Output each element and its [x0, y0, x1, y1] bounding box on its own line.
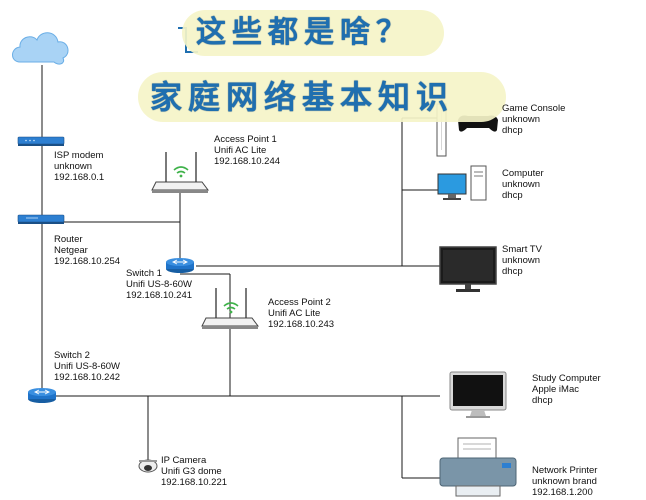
switch-2-icon	[28, 388, 56, 403]
ip-camera-ip: 192.168.10.221	[161, 477, 228, 488]
study-computer-name: Study Computer	[532, 373, 601, 384]
computer-ip: dhcp	[502, 190, 523, 201]
network-printer-model: unknown brand	[532, 476, 597, 487]
access-point-1-icon	[151, 152, 209, 193]
switch-2-name: Switch 2	[54, 350, 90, 361]
router-model: Netgear	[54, 245, 88, 256]
ip-camera-name: IP Camera	[161, 455, 207, 466]
ip-camera-model: Unifi G3 dome	[161, 466, 222, 477]
game-console-label: Game Console unknown dhcp	[502, 103, 565, 136]
game-console-model: unknown	[502, 114, 541, 125]
access-point-2-icon	[201, 288, 259, 329]
ip-camera-icon	[138, 459, 158, 473]
study-computer-model: Apple iMac	[532, 384, 579, 395]
study-computer-icon	[449, 371, 507, 418]
banner-title-line1: 这些都是啥？	[196, 15, 412, 50]
network-printer-icon	[439, 437, 517, 497]
switch-2-ip: 192.168.10.242	[54, 372, 121, 383]
access-point-2-model: Unifi AC Lite	[268, 308, 321, 319]
switch-1-model: Unifi US-8-60W	[126, 279, 192, 290]
access-point-1-ip: 192.168.10.244	[214, 156, 281, 167]
isp-modem-name: ISP modem	[54, 150, 104, 161]
smart-tv-icon	[439, 246, 497, 292]
game-console-ip: dhcp	[502, 125, 523, 136]
computer-model: unknown	[502, 179, 541, 190]
access-point-2-ip: 192.168.10.243	[268, 319, 335, 330]
internet-cloud-icon	[12, 32, 69, 65]
switch-1-ip: 192.168.10.241	[126, 290, 193, 301]
network-printer-label: Network Printer unknown brand 192.168.1.…	[532, 465, 597, 498]
switch-1-icon	[166, 258, 194, 273]
router-label: Router Netgear 192.168.10.254	[54, 234, 120, 267]
ip-camera-label: IP Camera Unifi G3 dome 192.168.10.221	[161, 455, 227, 488]
smart-tv-label: Smart TV unknown dhcp	[502, 244, 542, 277]
network-printer-name: Network Printer	[532, 465, 598, 476]
access-point-1-name: Access Point 1	[214, 134, 277, 145]
smart-tv-ip: dhcp	[502, 266, 523, 277]
switch-2-model: Unifi US-8-60W	[54, 361, 120, 372]
isp-modem-label: ISP modem unknown 192.168.0.1	[54, 150, 104, 183]
game-console-name: Game Console	[502, 103, 566, 114]
switch-1-label: Switch 1 Unifi US-8-60W 192.168.10.241	[126, 268, 192, 301]
isp-modem-ip: 192.168.0.1	[54, 172, 105, 183]
computer-icon	[437, 165, 487, 201]
router-icon	[17, 214, 65, 224]
study-computer-ip: dhcp	[532, 395, 553, 406]
computer-label: Computer unknown dhcp	[502, 168, 544, 201]
network-printer-ip: 192.168.1.200	[532, 487, 593, 498]
banner-background-line2	[138, 72, 506, 122]
access-point-2-label: Access Point 2 Unifi AC Lite 192.168.10.…	[268, 297, 334, 330]
switch-2-label: Switch 2 Unifi US-8-60W 192.168.10.242	[54, 350, 120, 383]
isp-modem-model: unknown	[54, 161, 93, 172]
switch-1-name: Switch 1	[126, 268, 162, 279]
smart-tv-name: Smart TV	[502, 244, 542, 255]
computer-name: Computer	[502, 168, 544, 179]
study-computer-label: Study Computer Apple iMac dhcp	[532, 373, 601, 406]
banner-title-line2: 家庭网络基本知识	[150, 78, 455, 116]
access-point-1-label: Access Point 1 Unifi AC Lite 192.168.10.…	[214, 134, 280, 167]
router-name: Router	[54, 234, 83, 245]
isp-modem-icon	[17, 136, 65, 146]
access-point-2-name: Access Point 2	[268, 297, 331, 308]
smart-tv-model: unknown	[502, 255, 541, 266]
router-ip: 192.168.10.254	[54, 256, 121, 267]
access-point-1-model: Unifi AC Lite	[214, 145, 267, 156]
banner-background-line1	[182, 10, 444, 56]
connection-lines	[41, 65, 440, 479]
